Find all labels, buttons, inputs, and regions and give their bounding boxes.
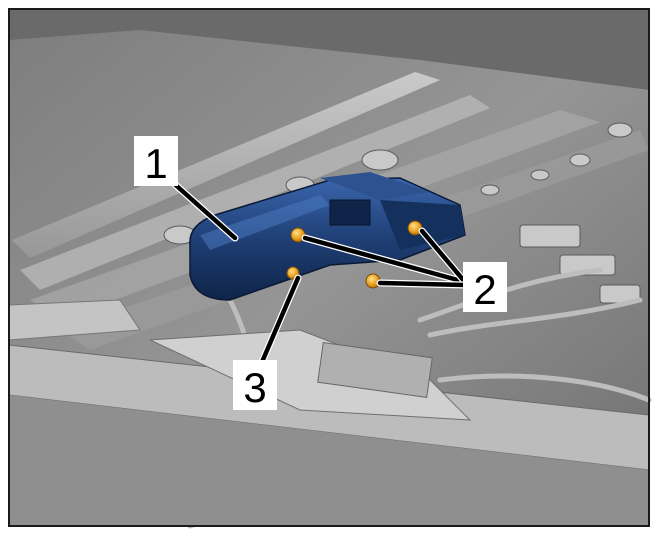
callout-3-label: 3	[243, 364, 266, 411]
callout-3: 3	[233, 360, 277, 411]
callout-1: 1	[134, 136, 178, 187]
leader-lines	[166, 176, 469, 366]
lower-frame	[8, 299, 650, 526]
callout-2-label: 2	[473, 266, 496, 313]
callout-2: 2	[463, 262, 507, 313]
roof-panel	[9, 9, 649, 90]
figure-frame	[8, 8, 650, 527]
bolt-icon	[286, 220, 423, 289]
callout-1-label: 1	[144, 140, 167, 187]
